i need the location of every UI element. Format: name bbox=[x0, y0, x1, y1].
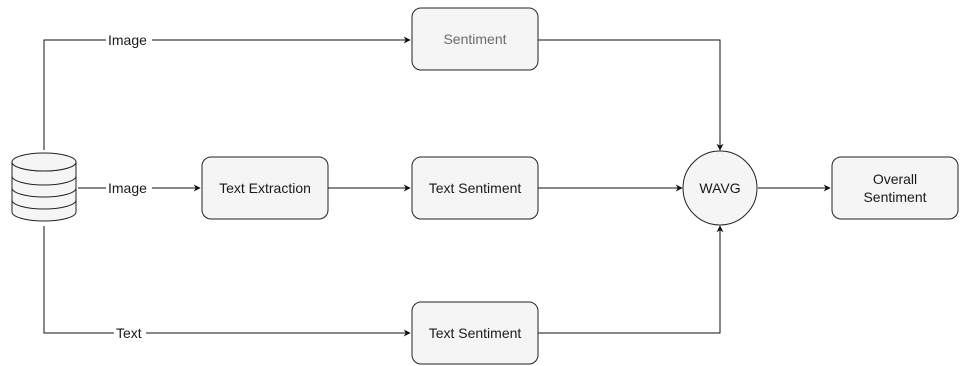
node-overall-sentiment: Overall Sentiment bbox=[831, 156, 959, 220]
database-icon bbox=[11, 152, 77, 222]
node-text-sentiment-mid-label: Text Sentiment bbox=[429, 180, 522, 196]
edge-sentiment-to-wavg bbox=[538, 39, 724, 151]
edge-label-image-top: Image bbox=[108, 32, 147, 48]
node-overall-label-line1: Overall bbox=[873, 171, 917, 187]
node-sentiment-label: Sentiment bbox=[443, 31, 506, 47]
node-wavg: WAVG bbox=[682, 150, 758, 226]
node-text-sentiment-mid: Text Sentiment bbox=[411, 156, 539, 220]
node-sentiment: Sentiment bbox=[411, 7, 539, 71]
node-text-extraction-label: Text Extraction bbox=[219, 180, 311, 196]
node-text-sentiment-bottom-label: Text Sentiment bbox=[429, 325, 522, 341]
edge-db-to-text-sentiment-bottom bbox=[43, 226, 411, 337]
node-wavg-label: WAVG bbox=[699, 180, 740, 196]
edge-db-to-sentiment bbox=[43, 36, 411, 150]
edge-text-sentiment-bottom-to-wavg bbox=[538, 225, 724, 334]
edge-label-text: Text bbox=[116, 325, 142, 341]
node-text-extraction: Text Extraction bbox=[201, 156, 329, 220]
edge-label-image-mid: Image bbox=[108, 180, 147, 196]
node-text-sentiment-bottom: Text Sentiment bbox=[411, 301, 539, 365]
node-overall-label-line2: Sentiment bbox=[863, 189, 926, 205]
